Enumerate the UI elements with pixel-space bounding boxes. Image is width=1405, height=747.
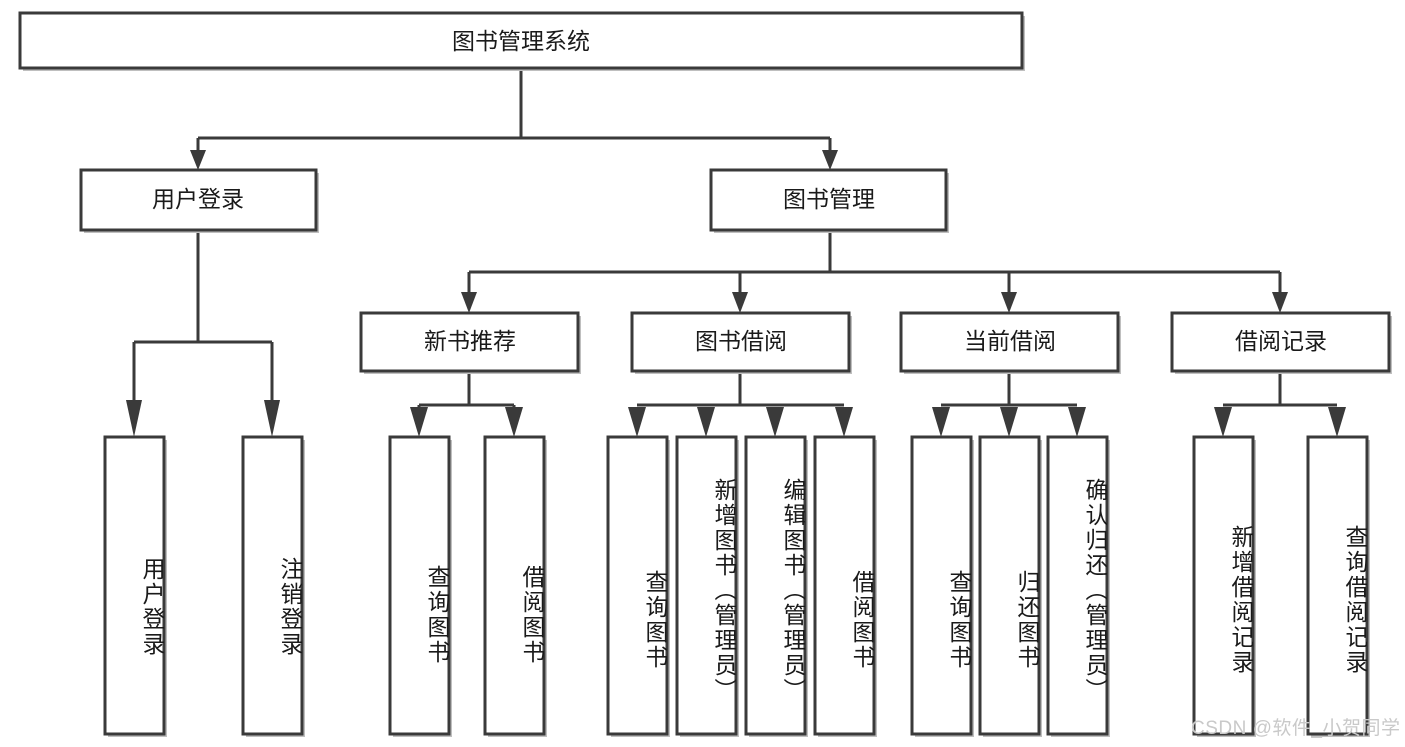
arrow-head-leaf-add-record bbox=[1214, 407, 1232, 437]
leaf-query-book-1-box[interactable] bbox=[388, 435, 451, 736]
book-manage-node-label: 图书管理 bbox=[783, 186, 875, 212]
borrow-record-node-label: 借阅记录 bbox=[1235, 328, 1327, 354]
arrow-head-leaf-query-book-3 bbox=[932, 407, 950, 437]
arrow-head-leaf-borrow-book-1 bbox=[505, 407, 523, 437]
arrow-head-leaf-add-book bbox=[697, 407, 715, 437]
leaf-borrow-book-1-box[interactable] bbox=[483, 435, 546, 736]
leaf-query-record-box[interactable] bbox=[1306, 435, 1369, 736]
root-node-box[interactable] bbox=[18, 11, 1024, 70]
arrow-head-current-borrow bbox=[1001, 292, 1017, 313]
new-book-recommend-node-box[interactable] bbox=[359, 311, 580, 373]
arrow-head-leaf-confirm-return bbox=[1068, 407, 1086, 437]
root-node-label: 图书管理系统 bbox=[452, 28, 590, 54]
arrow-head-leaf-user-login bbox=[126, 400, 142, 437]
csdn-watermark: CSDN @软件_小贺同学 bbox=[1191, 718, 1401, 739]
book-manage-node-box[interactable] bbox=[709, 168, 948, 232]
user-login-node-box[interactable] bbox=[79, 168, 318, 232]
book-borrow-node-label: 图书借阅 bbox=[695, 328, 787, 354]
arrow-head-new-book-recommend bbox=[461, 292, 477, 313]
arrow-head-user-login bbox=[190, 150, 206, 170]
leaf-query-book-3-box[interactable] bbox=[910, 435, 973, 736]
leaf-confirm-return-box[interactable] bbox=[1046, 435, 1109, 736]
current-borrow-node-label: 当前借阅 bbox=[964, 328, 1056, 354]
leaf-borrow-book-2-box[interactable] bbox=[813, 435, 876, 736]
arrow-head-leaf-query-record bbox=[1328, 407, 1346, 437]
arrow-head-leaf-logout-login bbox=[264, 400, 280, 437]
leaf-add-book-box[interactable] bbox=[675, 435, 738, 736]
connector-layer bbox=[126, 68, 1346, 437]
arrow-head-leaf-borrow-book-2 bbox=[835, 407, 853, 437]
arrow-head-borrow-record bbox=[1272, 292, 1288, 313]
arrow-head-book-manage bbox=[822, 150, 838, 170]
current-borrow-node-box[interactable] bbox=[899, 311, 1120, 373]
leaf-edit-book-box[interactable] bbox=[744, 435, 807, 736]
node-layer: 图书管理系统 用户登录 图书管理 新书推荐 图书借阅 当前借阅 借阅记录 bbox=[18, 11, 1392, 737]
arrow-head-leaf-edit-book bbox=[766, 407, 784, 437]
arrow-head-leaf-query-book-2 bbox=[628, 407, 646, 437]
leaf-logout-login-box[interactable] bbox=[241, 435, 304, 736]
leaf-add-record-box[interactable] bbox=[1192, 435, 1255, 736]
leaf-return-book-box[interactable] bbox=[978, 435, 1041, 736]
user-login-node-label: 用户登录 bbox=[152, 186, 244, 212]
borrow-record-node-box[interactable] bbox=[1170, 311, 1391, 373]
arrow-head-leaf-return-book bbox=[1000, 407, 1018, 437]
leaf-query-book-2-box[interactable] bbox=[606, 435, 669, 736]
book-borrow-node-box[interactable] bbox=[630, 311, 851, 373]
new-book-recommend-node-label: 新书推荐 bbox=[424, 328, 516, 354]
arrow-head-leaf-query-book-1 bbox=[410, 407, 428, 437]
leaf-user-login-box[interactable] bbox=[103, 435, 166, 736]
arrow-head-book-borrow bbox=[732, 292, 748, 313]
